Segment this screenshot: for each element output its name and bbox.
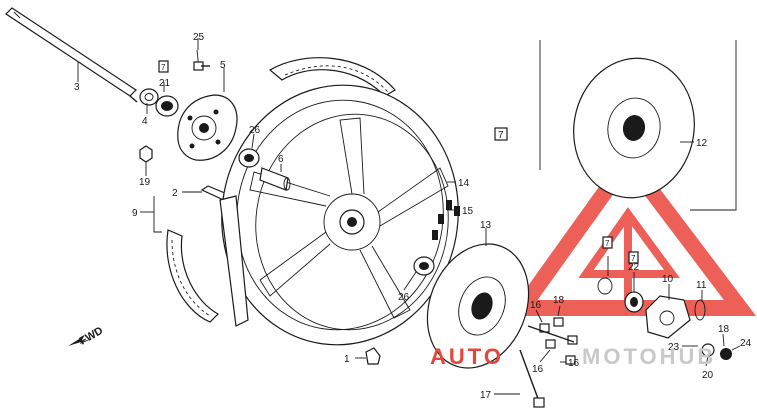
callout-4: 4	[142, 116, 148, 127]
bolt-part	[193, 49, 210, 71]
nut-part	[139, 145, 153, 163]
watermark-text: AUTO MOTOHUB	[430, 344, 716, 369]
distance-collar-part	[259, 167, 291, 191]
callout-25: 25	[193, 32, 205, 43]
callout-19: 19	[139, 177, 151, 188]
gearbox-retainer-part	[645, 295, 706, 339]
leader-lines	[77, 38, 741, 395]
fwd-label: FWD	[78, 325, 106, 348]
callout-11: 11	[696, 280, 707, 291]
callout-23: 23	[668, 342, 680, 353]
watermark-left: AUTO	[430, 344, 504, 369]
callout-22: 22	[628, 262, 640, 273]
callout-1: 1	[344, 354, 350, 365]
dust-seal-part: 7	[139, 60, 179, 117]
wheel-rim-part	[219, 84, 459, 346]
callout-16b: 16	[532, 364, 544, 375]
speedometer-gearbox-part	[177, 94, 238, 161]
bearing-part	[238, 148, 435, 276]
svg-text:7: 7	[161, 63, 166, 72]
callout-2: 2	[172, 188, 178, 199]
svg-text:7: 7	[631, 254, 636, 263]
axle-nut-part	[365, 347, 381, 365]
callout-3: 3	[74, 82, 80, 93]
callout-16a: 16	[530, 300, 542, 311]
callout-9: 9	[132, 208, 138, 219]
callout-15: 15	[462, 206, 474, 217]
ref-box: 7	[494, 127, 508, 141]
callout-12: 12	[696, 138, 708, 149]
tire-part	[166, 57, 396, 323]
watermark-right: MOTOHUB	[582, 344, 716, 369]
long-bolt-part	[519, 349, 545, 408]
callout-17: 17	[480, 390, 492, 401]
fwd-arrow: FWD	[68, 325, 105, 348]
group-bracket	[539, 40, 737, 211]
collar-part: 7 7	[597, 236, 644, 313]
callout-10: 10	[662, 274, 674, 285]
callout-5: 5	[220, 60, 226, 71]
callout-24: 24	[740, 338, 752, 349]
callout-26a: 26	[249, 125, 261, 136]
callout-18a: 18	[553, 295, 565, 306]
callout-labels: 3 4 21 25 5 26 6 19 2 9 14 15 13 26 1 12…	[74, 32, 752, 401]
callout-21: 21	[159, 78, 171, 89]
callout-14: 14	[458, 178, 470, 189]
axle-part	[5, 7, 138, 103]
callout-6: 6	[278, 154, 284, 165]
callout-20: 20	[702, 370, 714, 381]
fastener-parts	[527, 317, 732, 365]
brake-disc-left-part	[426, 243, 530, 369]
callout-13: 13	[480, 220, 492, 231]
ref-box-label: 7	[498, 130, 504, 141]
brake-disc-right-part	[573, 57, 695, 199]
svg-text:7: 7	[605, 239, 610, 248]
balance-weight-part	[432, 200, 460, 240]
callout-18b: 18	[718, 324, 730, 335]
callout-16c: 16	[568, 358, 580, 369]
callout-26b: 26	[398, 292, 410, 303]
